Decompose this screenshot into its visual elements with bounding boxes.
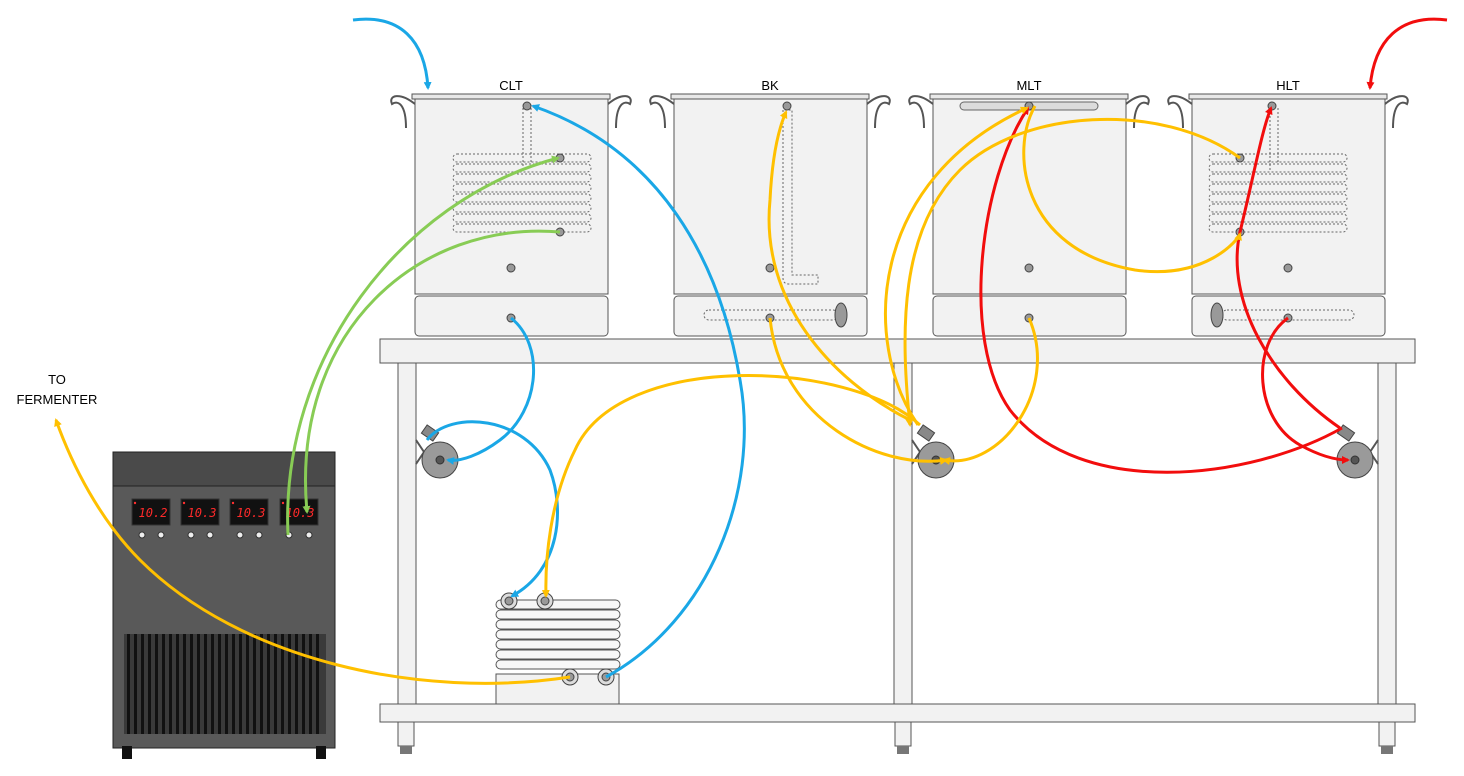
dip-tube-bk [782, 109, 819, 285]
wort-hlt-coil-return [903, 117, 1241, 427]
hot-water-pump-to-mlt [979, 106, 1343, 474]
pump-left [415, 424, 459, 479]
stand-foot-middle [894, 721, 912, 747]
temp-display-4: 10.3 [279, 498, 319, 526]
cold-water-clt-to-pump [446, 316, 536, 465]
handle-right [866, 95, 891, 129]
temp-display-2: 10.3 [180, 498, 220, 526]
port-mlt-mid [1024, 263, 1034, 273]
pump-right [1336, 424, 1379, 479]
temp-readout-1: 10.2 [139, 506, 168, 520]
port-bk-top [782, 101, 792, 111]
wort-pump-to-bk [767, 110, 911, 422]
wort-chiller-to-fermenter [54, 418, 571, 685]
coil-hlt [1208, 108, 1348, 233]
glycol-line-return [302, 229, 561, 514]
false-bottom-hlt [1221, 309, 1355, 321]
wort-mlt-recirc-coil [1022, 105, 1242, 274]
vessel-clt: CLT [390, 78, 632, 337]
glycol-chiller: 10.2 10.3 10.3 10.3 [112, 451, 336, 759]
stand-foot-right [1378, 721, 1396, 747]
element-hlt [1210, 302, 1224, 328]
temp-readout-4: 10.3 [286, 506, 315, 520]
handle-left [1167, 95, 1193, 129]
pump-middle [911, 424, 955, 479]
wort-bk-drain-to-pump [768, 317, 948, 465]
vessel-label-hlt: HLT [1276, 78, 1300, 93]
wort-pump-to-chiller [541, 373, 922, 598]
port-clt-mid [506, 263, 516, 273]
stand-foot-left [397, 721, 415, 747]
vent-grille [124, 634, 326, 734]
wort-mlt-drain-to-pump [942, 317, 1039, 465]
wort-lines [54, 105, 1242, 685]
temp-display-1: 10.2 [131, 498, 171, 526]
port-clt-top [522, 101, 532, 111]
vessel-label-clt: CLT [499, 78, 523, 93]
stand-top-shelf [379, 338, 1416, 364]
hot-water-hlt-coil-loop [1235, 106, 1341, 430]
vessel-label-bk: BK [761, 78, 779, 93]
element-bk [834, 302, 848, 328]
wort-pump-to-mlt [884, 106, 1029, 426]
vessel-label-mlt: MLT [1016, 78, 1041, 93]
handle-right [1125, 95, 1150, 129]
glycol-line-supply [286, 155, 560, 536]
port-hlt-mid [1283, 263, 1293, 273]
brew-stand [379, 338, 1416, 754]
stand-leg-right [1377, 361, 1397, 705]
handle-right [607, 95, 632, 129]
hot-water-inlet-arrow [1366, 17, 1448, 90]
handle-right [1384, 95, 1409, 129]
cold-water-inlet-arrow [352, 17, 432, 90]
hot-water-lines [979, 17, 1448, 474]
stand-bottom-shelf [379, 703, 1416, 723]
coil-clt [452, 108, 592, 233]
handle-left [908, 95, 934, 129]
fermenter-label-line1: TO [48, 372, 66, 387]
stand-leg-left [397, 361, 417, 705]
fermenter-label-line2: FERMENTER [17, 392, 98, 407]
handle-left [649, 95, 675, 129]
temp-display-3: 10.3 [229, 498, 269, 526]
counterflow-chiller [495, 592, 621, 705]
glycol-lines [286, 155, 561, 536]
vessel-hlt: HLT [1167, 78, 1409, 337]
handle-left [390, 95, 416, 129]
cold-water-chiller-to-clt [531, 104, 746, 679]
temp-readout-2: 10.3 [188, 506, 217, 520]
hot-water-hlt-to-pump [1261, 316, 1350, 464]
port-bk-mid [765, 263, 775, 273]
temp-readout-3: 10.3 [237, 506, 266, 520]
